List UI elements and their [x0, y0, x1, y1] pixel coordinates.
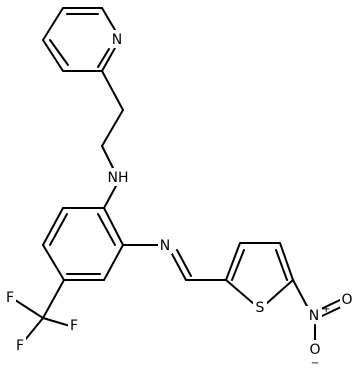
bond [101, 70, 124, 111]
bond [103, 207, 124, 246]
bond [103, 244, 124, 281]
benzene-ring [42, 207, 124, 281]
bond [176, 249, 192, 277]
bond [321, 306, 342, 317]
bond [42, 7, 64, 41]
bond [49, 39, 69, 66]
bond [279, 242, 294, 281]
bond [42, 207, 64, 246]
bond [42, 39, 64, 72]
nitro-nitrogen-label: N [309, 308, 319, 324]
bond [101, 145, 114, 169]
nitro-oxygen-bottom-label: O [309, 342, 320, 358]
bond [275, 249, 288, 281]
bond [42, 317, 71, 327]
thiophene-sulfur-label: S [256, 300, 265, 316]
bond [42, 279, 65, 319]
bond [101, 7, 116, 31]
bond [97, 213, 116, 246]
nitro-positive-charge: + [322, 304, 330, 315]
imine-nitrogen-label: N [160, 238, 170, 254]
bond [49, 213, 68, 246]
bond [103, 185, 117, 209]
bond [225, 279, 255, 305]
bond [265, 279, 294, 305]
bond [231, 249, 245, 281]
bond [101, 109, 124, 147]
bond [225, 242, 241, 281]
nitro-negative-charge: − [311, 358, 319, 369]
amine-nh-label: NH [108, 170, 129, 186]
fluorine-bottom-label: F [16, 338, 24, 354]
thiophene-ring [225, 242, 294, 305]
fluorine-right-label: F [70, 318, 78, 334]
pyridine-ring [42, 7, 116, 72]
bond [24, 317, 44, 341]
bond [101, 47, 116, 72]
bond [97, 48, 110, 68]
fluorine-left-label: F [6, 290, 14, 306]
bond [11, 297, 44, 319]
bond [171, 253, 187, 281]
bond [320, 299, 341, 310]
bond [292, 279, 309, 309]
pyridine-nitrogen-label: N [112, 32, 122, 48]
bond [42, 244, 65, 281]
nitro-oxygen-top-label: O [341, 292, 352, 308]
